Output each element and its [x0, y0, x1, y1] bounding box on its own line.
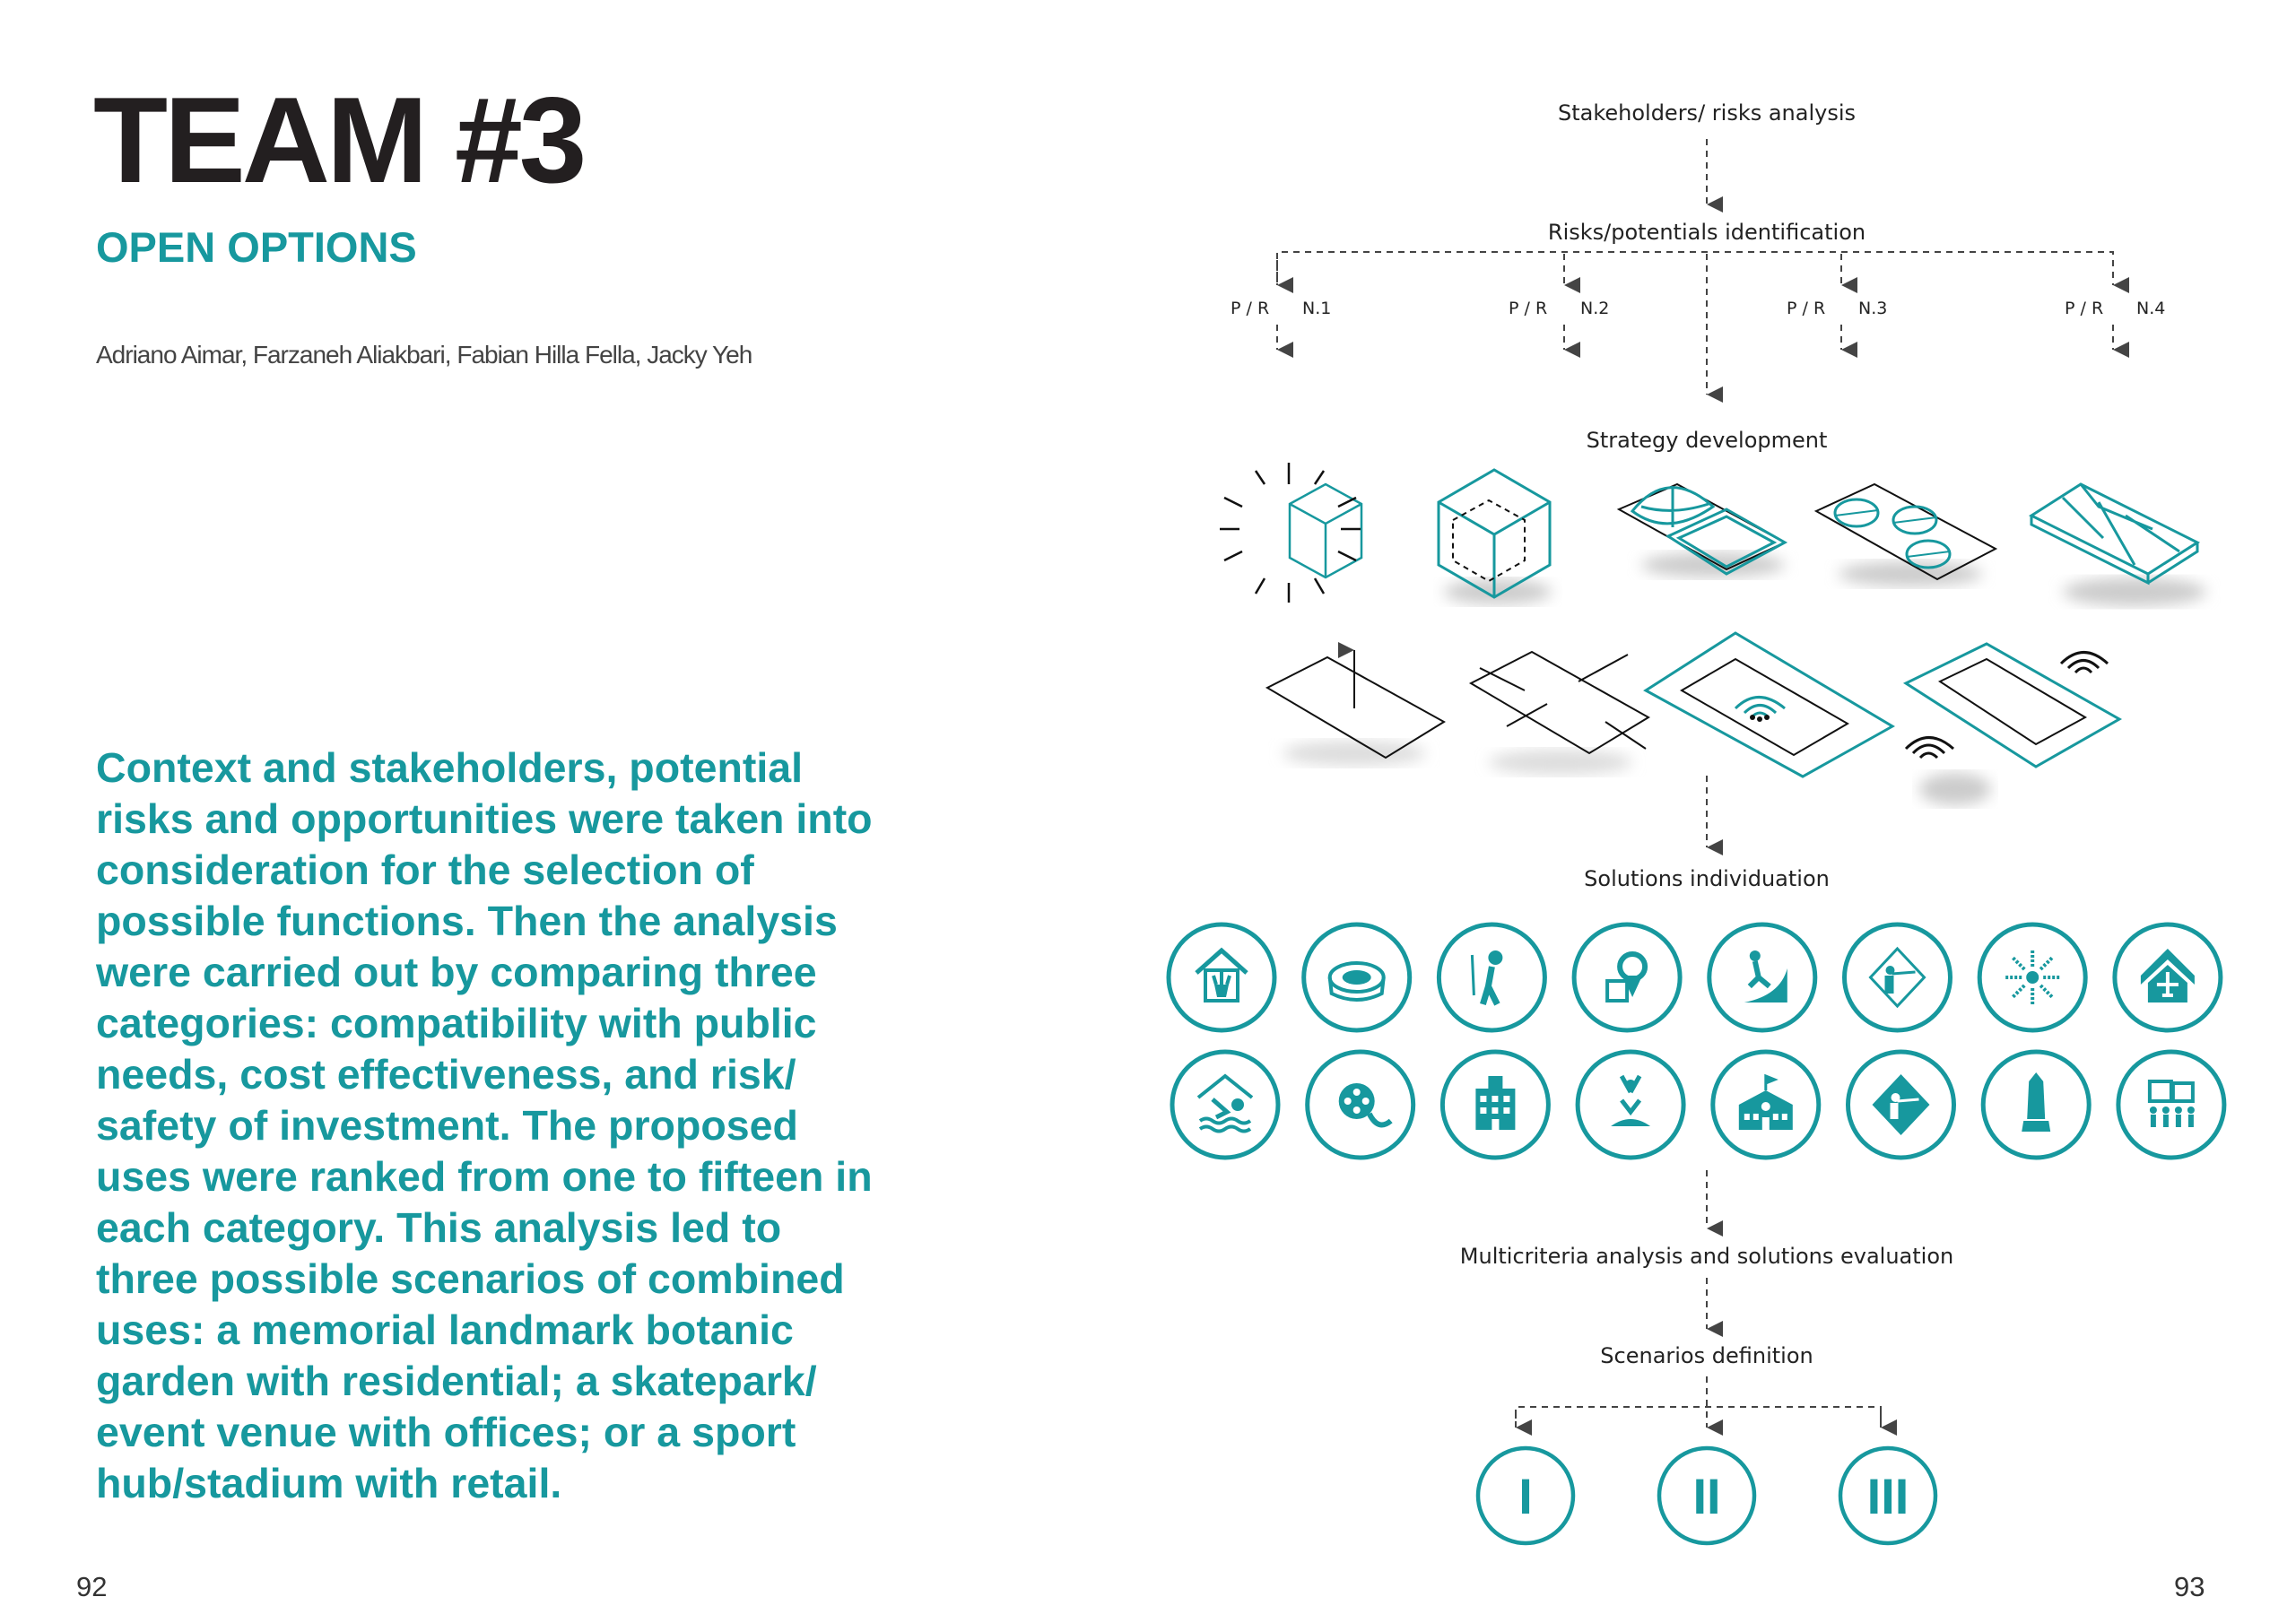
svg-text:II: II — [1692, 1468, 1720, 1524]
film-reel-icon — [1305, 1049, 1416, 1160]
branch-n: N.1 — [1302, 299, 1331, 318]
branch-pr: P / R — [1787, 299, 1825, 318]
step-risks: Risks/potentials identification — [1548, 220, 1866, 245]
map-pin-museum-icon — [1571, 922, 1683, 1033]
page-number-left: 92 — [76, 1571, 108, 1602]
svg-text:III: III — [1867, 1468, 1909, 1524]
stadium-icon — [1301, 922, 1413, 1033]
branch-pr: P / R — [2065, 299, 2103, 318]
flow-branches — [1276, 254, 2129, 403]
site-plan-illustrations — [1265, 631, 2123, 805]
scenario-II: II — [1657, 1445, 1757, 1546]
scenario-I: I — [1475, 1445, 1576, 1546]
step-multicriteria: Multicriteria analysis and solutions eva… — [1460, 1244, 1953, 1269]
branch-labels: P / R N.1 P / R N.2 P / R N.3 P / R N.4 — [1231, 299, 2165, 318]
branch-pr: P / R — [1231, 299, 1269, 318]
radiating-cube-illustration — [1220, 463, 1363, 603]
skatepark-icon — [1707, 922, 1818, 1033]
scenario-III: III — [1838, 1445, 1938, 1546]
domes-plot-illustration — [1813, 482, 1998, 586]
hollow-cube-illustration — [1437, 468, 1552, 604]
swimming-icon — [1170, 1049, 1281, 1160]
split-plot-illustration — [1468, 650, 1650, 775]
branch-n: N.2 — [1580, 299, 1609, 318]
venue-plot-illustration — [1902, 642, 2123, 805]
description-paragraph: Context and stakeholders, potential risk… — [96, 744, 873, 1506]
shooting-range-icon — [1842, 922, 1952, 1033]
scenario-branch-line — [1515, 1406, 1882, 1428]
step-stakeholders: Stakeholders/ risks analysis — [1558, 100, 1856, 126]
airport-house-icon — [2112, 922, 2223, 1033]
flow-branch-line — [1276, 251, 2114, 282]
golf-icon — [1436, 922, 1547, 1033]
school-icon — [1710, 1049, 1822, 1160]
yoga-icon — [1575, 1049, 1686, 1160]
botanic-house-icon — [1166, 922, 1277, 1033]
exhibition-icon — [2116, 1049, 2227, 1160]
dome-plots-illustration — [1616, 482, 1788, 577]
page-subtitle: OPEN OPTIONS — [96, 223, 417, 271]
page-number-right: 93 — [2174, 1571, 2205, 1602]
svg-text:I: I — [1518, 1468, 1533, 1524]
branch-n: N.3 — [1858, 299, 1887, 318]
fireworks-icon — [1977, 922, 2088, 1033]
solution-icons — [1166, 922, 2227, 1160]
plot-with-arrow-illustration — [1265, 642, 1446, 766]
step-strategy: Strategy development — [1587, 428, 1828, 453]
branch-n: N.4 — [2136, 299, 2165, 318]
faceted-roof-illustration — [2028, 482, 2206, 606]
branch-pr: P / R — [1509, 299, 1547, 318]
shooting-diamond-icon — [1846, 1049, 1956, 1160]
step-solutions: Solutions individuation — [1584, 866, 1830, 891]
step-scenarios: Scenarios definition — [1600, 1343, 1813, 1368]
page-title: TEAM #3 — [93, 72, 587, 208]
authors: Adriano Aimar, Farzaneh Aliakbari, Fabia… — [96, 341, 752, 369]
event-plot-illustration — [1643, 631, 1896, 778]
obelisk-memorial-icon — [1980, 1049, 2092, 1160]
hospital-icon — [1439, 1049, 1551, 1160]
strategy-illustrations — [1220, 463, 2206, 606]
